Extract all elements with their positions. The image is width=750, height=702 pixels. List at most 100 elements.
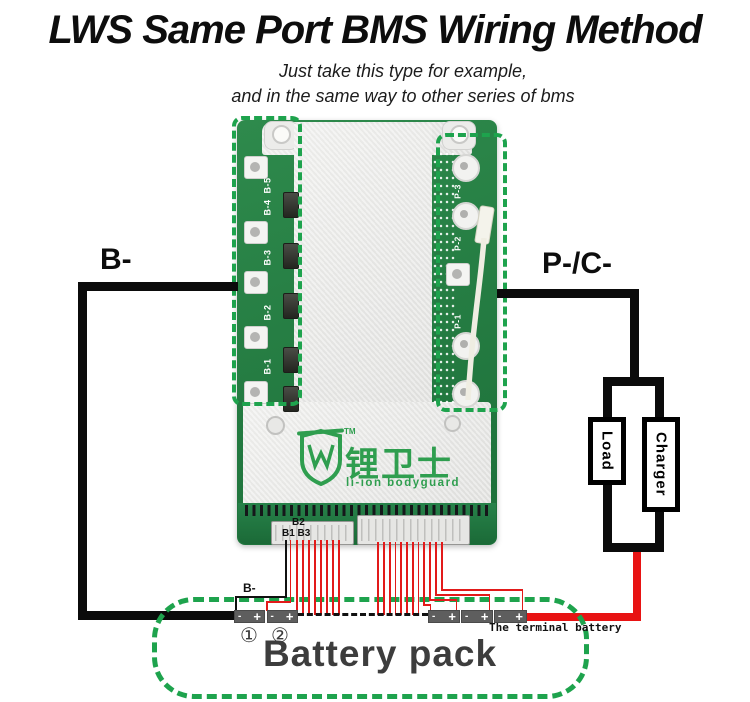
cell-minus: - bbox=[270, 610, 274, 622]
battery-pack-label: Battery pack bbox=[262, 633, 498, 674]
balance-label-b2: B2 bbox=[292, 517, 305, 528]
load-box: Load bbox=[588, 417, 626, 485]
brand-name-en: li-ion bodyguard bbox=[346, 477, 461, 489]
balance-wire bbox=[441, 542, 443, 590]
trademark-label: TM bbox=[344, 427, 356, 436]
subtitle-line-1: Just take this type for example, bbox=[278, 61, 528, 81]
balance-wire bbox=[320, 540, 322, 615]
wire-charger-top-leg bbox=[655, 377, 664, 425]
balance-wire bbox=[266, 601, 268, 611]
balance-wire bbox=[423, 542, 425, 606]
balance-wire bbox=[394, 542, 397, 615]
cell-number-1: ① bbox=[240, 625, 258, 647]
subtitle-line-2: and in the same way to other series of b… bbox=[231, 86, 575, 106]
charger-label: Charger bbox=[652, 432, 670, 497]
balance-wire bbox=[521, 589, 524, 611]
balance-wire bbox=[296, 540, 298, 615]
balance-wire bbox=[435, 594, 490, 596]
cell-minus: - bbox=[498, 610, 502, 622]
aluminum-cover-center bbox=[294, 124, 432, 412]
balance-wire bbox=[429, 604, 432, 611]
wire-branch-bottom bbox=[603, 543, 664, 552]
sense-wire-b-minus bbox=[235, 596, 287, 598]
balance-wire bbox=[488, 594, 491, 611]
p-hole-2 bbox=[452, 202, 480, 230]
cell-minus: - bbox=[432, 610, 436, 622]
battery-cell-1: -+ bbox=[234, 610, 265, 623]
wire-load-top-leg bbox=[603, 377, 612, 425]
wire-b-minus-top bbox=[78, 282, 238, 291]
terminal-pad-b4 bbox=[244, 221, 268, 244]
wire-p-top bbox=[497, 289, 639, 298]
mount-hole-left bbox=[272, 125, 291, 144]
page-subtitle: Just take this type for example, and in … bbox=[28, 59, 750, 109]
battery-cell-2: -+ bbox=[266, 609, 298, 624]
balance-wire bbox=[429, 542, 431, 600]
battery-cell-4: -+ bbox=[461, 610, 493, 623]
balance-wire bbox=[383, 542, 385, 615]
wire-branch-top bbox=[603, 377, 664, 386]
balance-wire bbox=[308, 540, 310, 615]
b-minus-label: B- bbox=[100, 243, 132, 276]
load-label: Load bbox=[598, 431, 616, 471]
wire-load-bottom-leg bbox=[603, 482, 612, 552]
balance-wire bbox=[389, 542, 391, 615]
balance-wire bbox=[302, 540, 304, 615]
page-title: LWS Same Port BMS Wiring Method bbox=[48, 8, 702, 52]
cell-minus: - bbox=[465, 610, 469, 622]
cell-plus: + bbox=[480, 609, 489, 624]
charger-box: Charger bbox=[642, 417, 680, 512]
wire-charger-bottom-leg bbox=[655, 509, 664, 552]
screw-bottom-right bbox=[444, 415, 461, 432]
terminal-pad-b5 bbox=[244, 156, 268, 179]
sense-label-b-minus: B- bbox=[243, 581, 256, 595]
cell-plus: + bbox=[448, 609, 456, 624]
balance-wire bbox=[429, 599, 457, 601]
balance-wire bbox=[326, 540, 328, 615]
balance-wire bbox=[332, 540, 334, 615]
highlight-b-terminals bbox=[232, 116, 302, 406]
sense-wire-b-minus bbox=[285, 540, 287, 597]
balance-wire bbox=[412, 542, 414, 615]
terminal-pad-b2 bbox=[244, 326, 268, 349]
battery-cell-3: -+ bbox=[428, 610, 460, 623]
wire-p-vertical bbox=[630, 289, 639, 386]
balance-wire bbox=[377, 542, 379, 615]
p-hole-1 bbox=[452, 154, 480, 182]
balance-wire bbox=[435, 542, 437, 595]
sense-wire-b-minus bbox=[235, 597, 237, 611]
terminal-battery-note: The terminal battery bbox=[489, 621, 622, 634]
highlight-p-terminals bbox=[436, 133, 507, 412]
shield-icon bbox=[300, 428, 342, 486]
temp-sensor-cable bbox=[465, 238, 487, 401]
balance-label-b1-b3: B1 B3 bbox=[282, 528, 311, 539]
balance-wire bbox=[266, 601, 291, 603]
series-continuation-line bbox=[298, 613, 428, 616]
balance-wire bbox=[406, 542, 408, 615]
battery-cell-5: -+ bbox=[494, 610, 527, 623]
cell-plus: + bbox=[515, 609, 523, 624]
balance-connector-right bbox=[357, 515, 470, 545]
balance-wire bbox=[338, 540, 340, 615]
brand-name-cn: 锂卫士 bbox=[345, 446, 453, 484]
p-c-label: P-/C- bbox=[542, 247, 612, 280]
wire-b-minus-vertical bbox=[78, 282, 87, 620]
cell-minus: - bbox=[238, 610, 242, 622]
pin-row bbox=[245, 505, 491, 516]
balance-wire bbox=[314, 540, 316, 615]
balance-wire bbox=[289, 540, 292, 602]
balance-wire bbox=[423, 604, 431, 606]
cell-number-2: ② bbox=[271, 625, 289, 647]
balance-wire bbox=[441, 589, 523, 591]
cell-plus: + bbox=[253, 609, 261, 624]
balance-wire bbox=[400, 542, 402, 615]
wire-positive-horizontal bbox=[527, 613, 641, 621]
cell-plus: + bbox=[285, 609, 294, 624]
balance-wire bbox=[455, 599, 458, 611]
wire-positive-vertical bbox=[633, 552, 641, 618]
wire-b-minus-bottom bbox=[78, 611, 236, 620]
terminal-pad-b3 bbox=[244, 271, 268, 294]
p-square-pad bbox=[446, 263, 470, 286]
balance-connector-left bbox=[271, 521, 354, 545]
